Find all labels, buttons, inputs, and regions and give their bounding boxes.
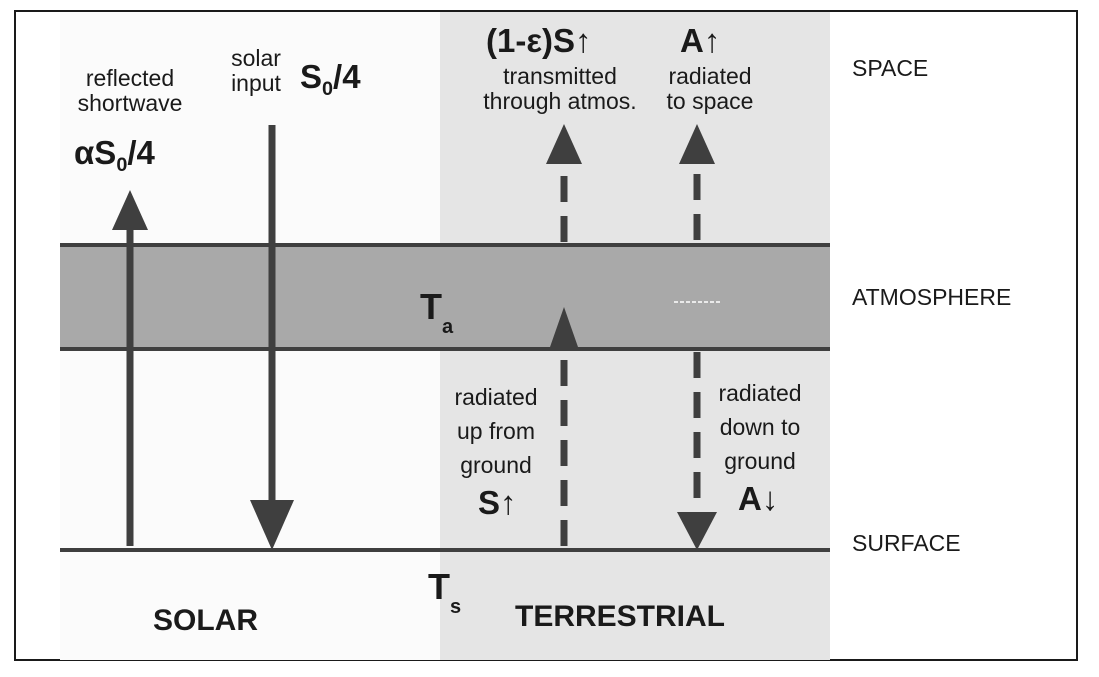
surface-temperature: Ts	[428, 566, 462, 618]
transmitted-formula: (1-ε)S↑	[486, 22, 592, 59]
zone-space-label: SPACE	[852, 55, 929, 81]
terrestrial-title: TERRESTRIAL	[515, 600, 725, 633]
solar-input-label: solar input	[218, 46, 294, 96]
atmosphere-temperature: Ta	[420, 286, 454, 338]
transmitted-label-line2: through atmos.	[483, 88, 637, 114]
radiated-to-space-label: radiated to space	[650, 64, 770, 114]
ground-down-arrow	[677, 352, 717, 550]
ground-down-label-line1: radiated	[718, 380, 802, 406]
reflected-label-line2: shortwave	[77, 90, 183, 116]
radiated-to-space-label-line1: radiated	[668, 63, 752, 89]
ground-up-label: radiated up from ground	[440, 380, 552, 482]
solar-title: SOLAR	[153, 604, 258, 637]
reflected-arrow	[112, 190, 148, 546]
solar-input-label-line2: input	[231, 70, 281, 96]
ground-up-arrow	[550, 307, 578, 546]
radiated-to-space-label-line2: to space	[666, 88, 754, 114]
ground-up-label-line1: radiated	[454, 384, 538, 410]
ground-up-label-line2: up from	[457, 418, 535, 444]
atmosphere-band	[60, 246, 830, 349]
solar-input-label-line1: solar	[231, 45, 281, 71]
reflected-formula: αS0/4	[74, 134, 155, 176]
ground-down-label-line2: down to	[719, 414, 801, 440]
reflected-label-line1: reflected	[85, 65, 175, 91]
ground-up-label-line3: ground	[460, 452, 532, 478]
solar-input-arrow	[250, 125, 294, 550]
atmosphere-bottom-line	[60, 347, 830, 351]
surface-line	[60, 548, 830, 552]
reflected-label: reflected shortwave	[68, 66, 192, 116]
ground-down-label: radiated down to ground	[704, 376, 816, 478]
atmosphere-top-line	[60, 243, 830, 247]
radiated-to-space-arrow	[679, 124, 715, 240]
transmitted-label-line1: transmitted	[503, 63, 617, 89]
ground-down-formula: A↓	[738, 480, 779, 517]
solar-input-formula: S0/4	[300, 58, 361, 100]
transmitted-arrow	[546, 124, 582, 242]
zone-atmosphere-label: ATMOSPHERE	[852, 284, 1012, 310]
zone-surface-label: SURFACE	[852, 530, 961, 556]
transmitted-label: transmitted through atmos.	[454, 64, 666, 114]
ground-up-formula: S↑	[478, 484, 517, 521]
ground-down-label-line3: ground	[724, 448, 796, 474]
radiated-to-space-formula: A↑	[680, 22, 721, 59]
